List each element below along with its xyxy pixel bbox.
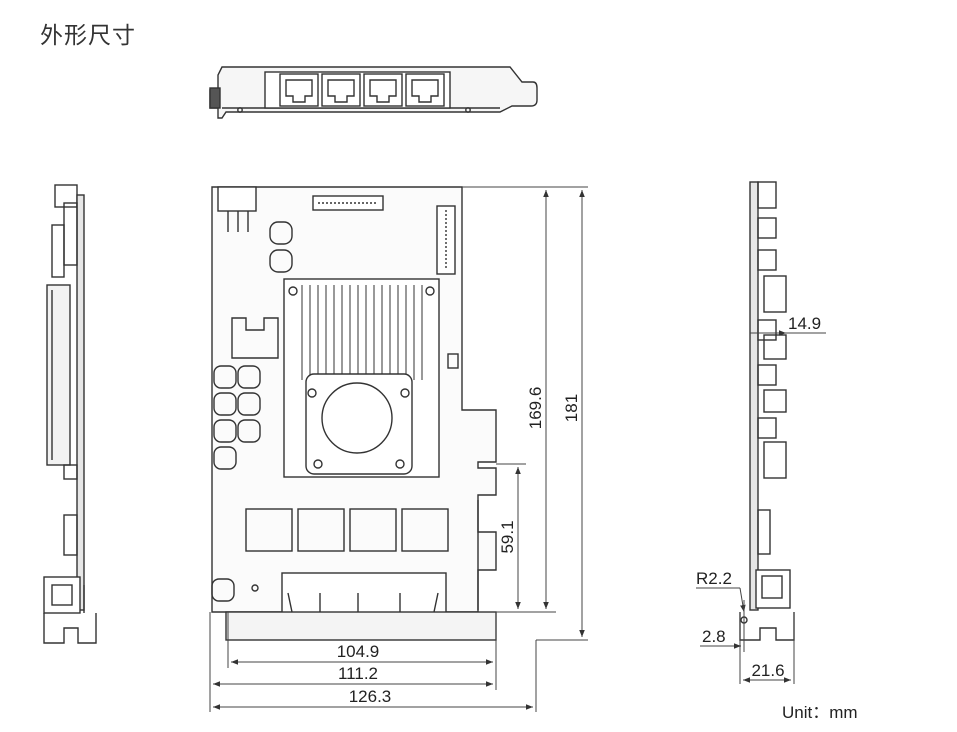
rj45-port-3 — [363, 73, 403, 107]
dim-height-181: 181 — [562, 394, 581, 422]
dim-width-126-3: 126.3 — [349, 687, 392, 706]
dim-height-169-6: 169.6 — [526, 387, 545, 430]
rj45-port-4 — [405, 73, 445, 107]
dim-thickness-14-9: 14.9 — [788, 314, 821, 333]
dim-width-111-2: 111.2 — [338, 664, 378, 683]
dim-height-59-1: 59.1 — [498, 520, 517, 553]
top-view-bracket — [209, 66, 538, 119]
dim-radius-r2-2: R2.2 — [696, 569, 732, 588]
dim-offset-2-8: 2.8 — [702, 627, 726, 646]
dimension-lines — [209, 186, 826, 712]
right-side-view — [739, 181, 795, 641]
rj45-port-2 — [321, 73, 361, 107]
rj45-port-1 — [279, 73, 319, 107]
dim-width-104-9: 104.9 — [337, 642, 380, 661]
front-view-board — [211, 186, 497, 641]
dim-depth-21-6: 21.6 — [751, 661, 784, 680]
left-side-view — [43, 184, 97, 644]
page-title: 外形尺寸 — [40, 23, 136, 49]
unit-label: Unit：mm — [782, 703, 858, 722]
